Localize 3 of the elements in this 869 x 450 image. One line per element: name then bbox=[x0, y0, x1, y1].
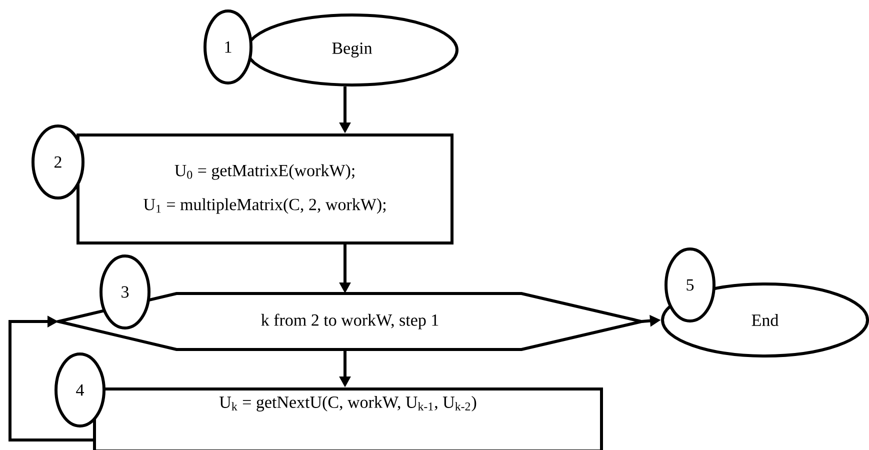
node-label: 4 bbox=[76, 384, 84, 396]
process-box: U$_{k}$ = getNextU(C, workW, U$_{k-1}$, U$_{k-2}$) bbox=[93, 388, 603, 450]
arrow bbox=[8, 316, 93, 442]
